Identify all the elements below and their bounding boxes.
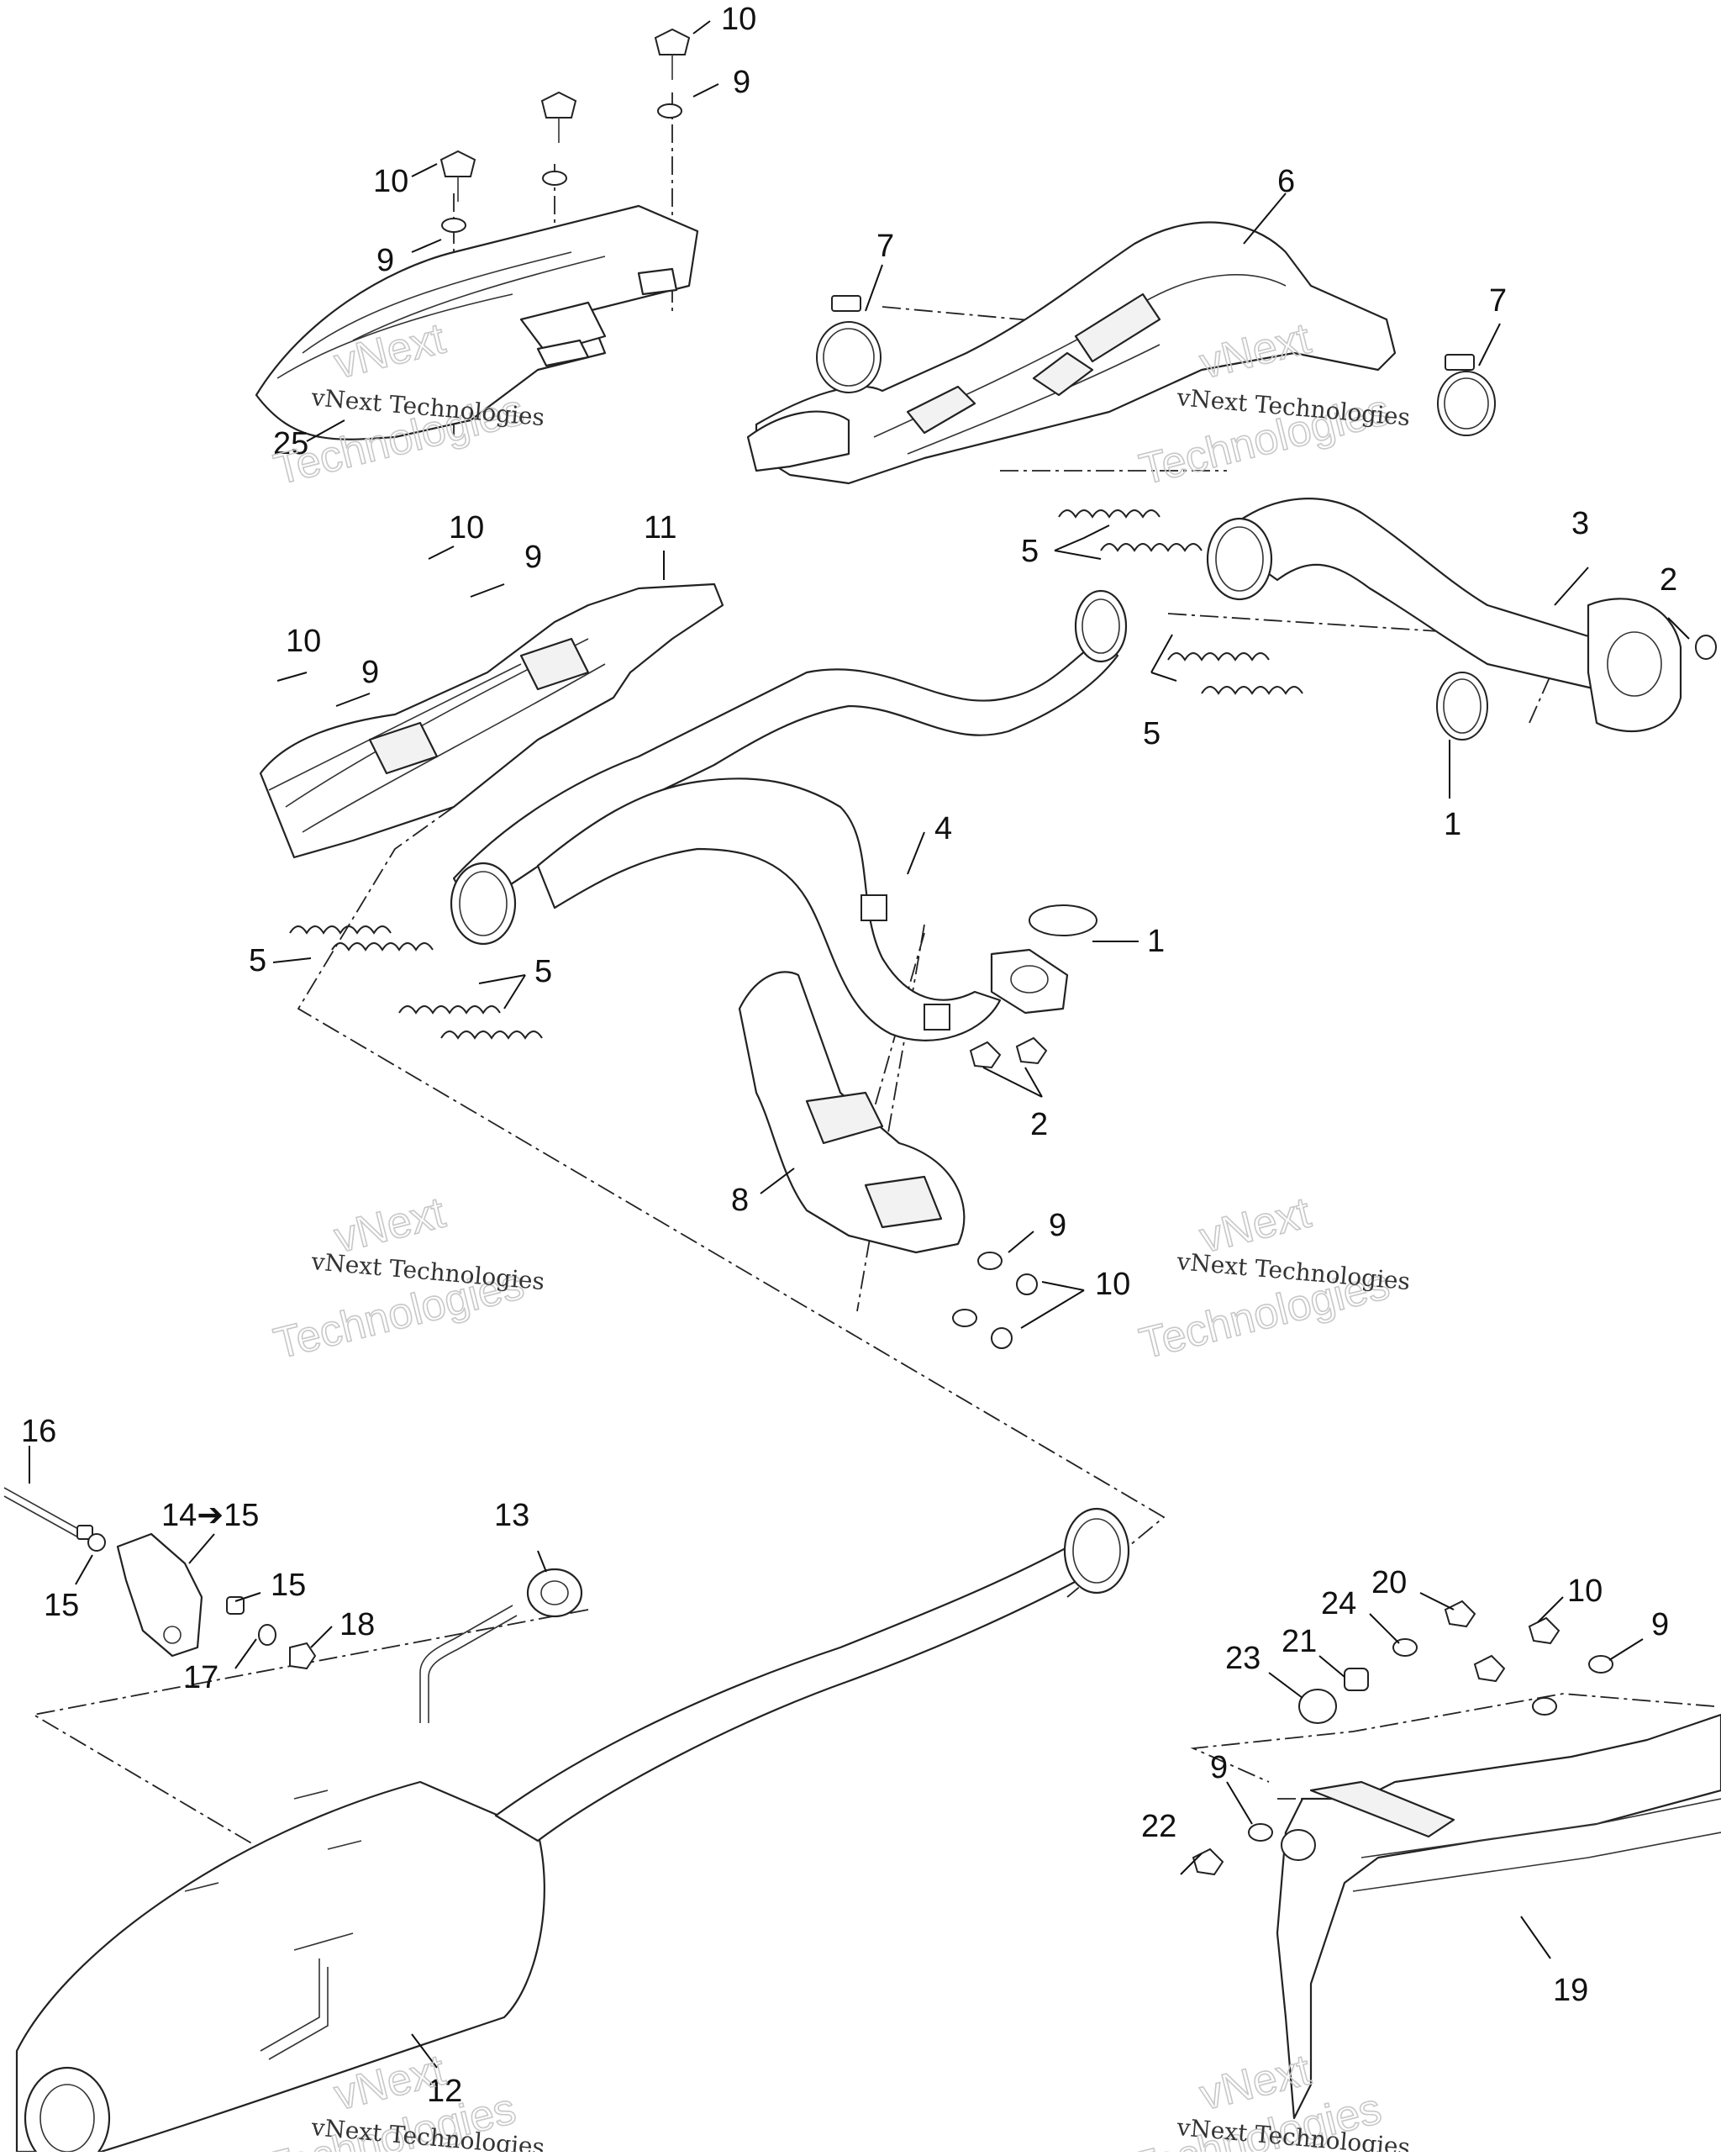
callout-13: 13 bbox=[494, 1498, 529, 1533]
callout-16: 16 bbox=[21, 1414, 56, 1449]
callout-21: 21 bbox=[1282, 1624, 1317, 1659]
callout-7: 7 bbox=[876, 229, 894, 264]
callout-2: 2 bbox=[1030, 1107, 1048, 1142]
callout-15: 15 bbox=[271, 1568, 306, 1603]
heat-shield-11 bbox=[259, 582, 724, 859]
callout-12: 12 bbox=[427, 2074, 462, 2109]
callout-10: 10 bbox=[1567, 1574, 1603, 1609]
callout-24: 24 bbox=[1321, 1586, 1356, 1621]
clamp-7-right bbox=[1437, 354, 1496, 436]
callout-8: 8 bbox=[731, 1183, 749, 1218]
gasket-1 bbox=[1029, 904, 1097, 936]
callout-labels: 10 9 10 9 25 7 6 7 10 9 11 10 9 5 3 2 1 … bbox=[21, 2, 1677, 2109]
heat-shield-25 bbox=[255, 204, 699, 440]
callout-9: 9 bbox=[524, 540, 542, 575]
callout-2: 2 bbox=[1660, 562, 1677, 598]
callout-3: 3 bbox=[1571, 506, 1589, 541]
callout-15: 15 bbox=[44, 1588, 79, 1623]
callout-14-to-15: 14➔15 bbox=[161, 1498, 259, 1533]
bracket-assembly bbox=[3, 1487, 317, 1670]
callout-17: 17 bbox=[183, 1660, 218, 1695]
pipe-3 bbox=[1206, 498, 1717, 741]
hardware-19 bbox=[1192, 1600, 1613, 1876]
callout-10: 10 bbox=[286, 624, 321, 659]
callout-22: 22 bbox=[1141, 1809, 1176, 1844]
callout-1: 1 bbox=[1444, 807, 1461, 842]
heat-shield-8 bbox=[738, 971, 1048, 1349]
heat-shield-19 bbox=[1276, 1713, 1721, 2120]
callout-23: 23 bbox=[1225, 1641, 1260, 1676]
callout-9: 9 bbox=[1210, 1750, 1228, 1785]
callout-10: 10 bbox=[721, 2, 756, 37]
callout-9: 9 bbox=[1651, 1607, 1669, 1642]
muffler-12 bbox=[15, 1507, 1130, 2156]
callout-9: 9 bbox=[361, 655, 379, 690]
grommet-13 bbox=[526, 1568, 583, 1618]
callout-9: 9 bbox=[376, 243, 394, 278]
leader-lines bbox=[29, 20, 1690, 2069]
callout-5: 5 bbox=[534, 954, 552, 989]
callout-10: 10 bbox=[1095, 1267, 1130, 1302]
callout-9: 9 bbox=[1049, 1208, 1066, 1243]
callout-9: 9 bbox=[733, 65, 750, 100]
heat-shield-6 bbox=[746, 221, 1397, 485]
callout-10: 10 bbox=[449, 510, 484, 546]
y-pipe-4 bbox=[450, 589, 1128, 1041]
callout-20: 20 bbox=[1371, 1565, 1407, 1600]
clamp-7-left bbox=[816, 295, 882, 393]
callout-5: 5 bbox=[1143, 716, 1160, 751]
bolts-washers-25 bbox=[439, 28, 691, 233]
callout-18: 18 bbox=[339, 1607, 375, 1642]
callout-19: 19 bbox=[1553, 1973, 1588, 2008]
callout-4: 4 bbox=[934, 811, 952, 846]
callout-10: 10 bbox=[373, 164, 408, 199]
callout-7: 7 bbox=[1489, 283, 1507, 319]
springs-5 bbox=[289, 509, 1303, 1040]
callout-5: 5 bbox=[249, 943, 266, 978]
callout-1: 1 bbox=[1147, 924, 1165, 959]
callout-6: 6 bbox=[1277, 164, 1295, 199]
callout-5: 5 bbox=[1021, 534, 1039, 569]
callout-11: 11 bbox=[644, 510, 676, 546]
callout-25: 25 bbox=[273, 426, 308, 461]
